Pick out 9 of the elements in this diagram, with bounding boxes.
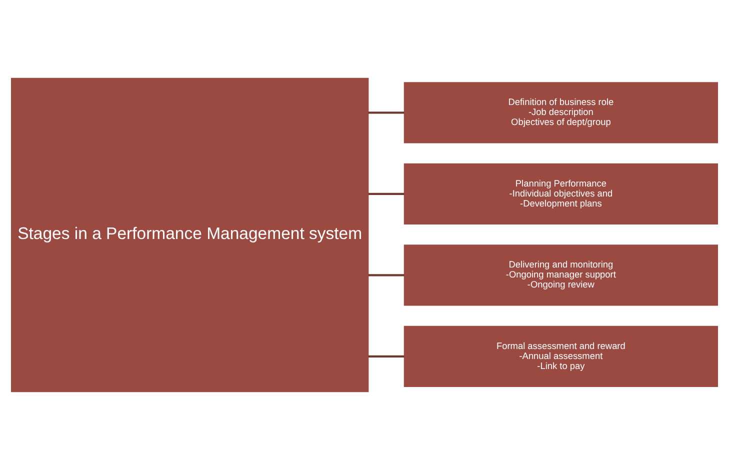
node-box: Planning Performance -Individual objectives and -Development plans [404,162,718,224]
connector [368,274,404,276]
connector [368,192,404,194]
connector [368,354,404,358]
node-box: Definition of business role -Job description Objectives of dept/group [404,82,718,143]
node-box: Formal assessment and reward -Annual assessment -Link to pay [404,325,718,387]
node-box: Stages in a Performance Management system [11,77,369,392]
connector [368,111,404,114]
node-box: Delivering and monitoring -Ongoing manager support -Ongoing review [404,244,718,306]
